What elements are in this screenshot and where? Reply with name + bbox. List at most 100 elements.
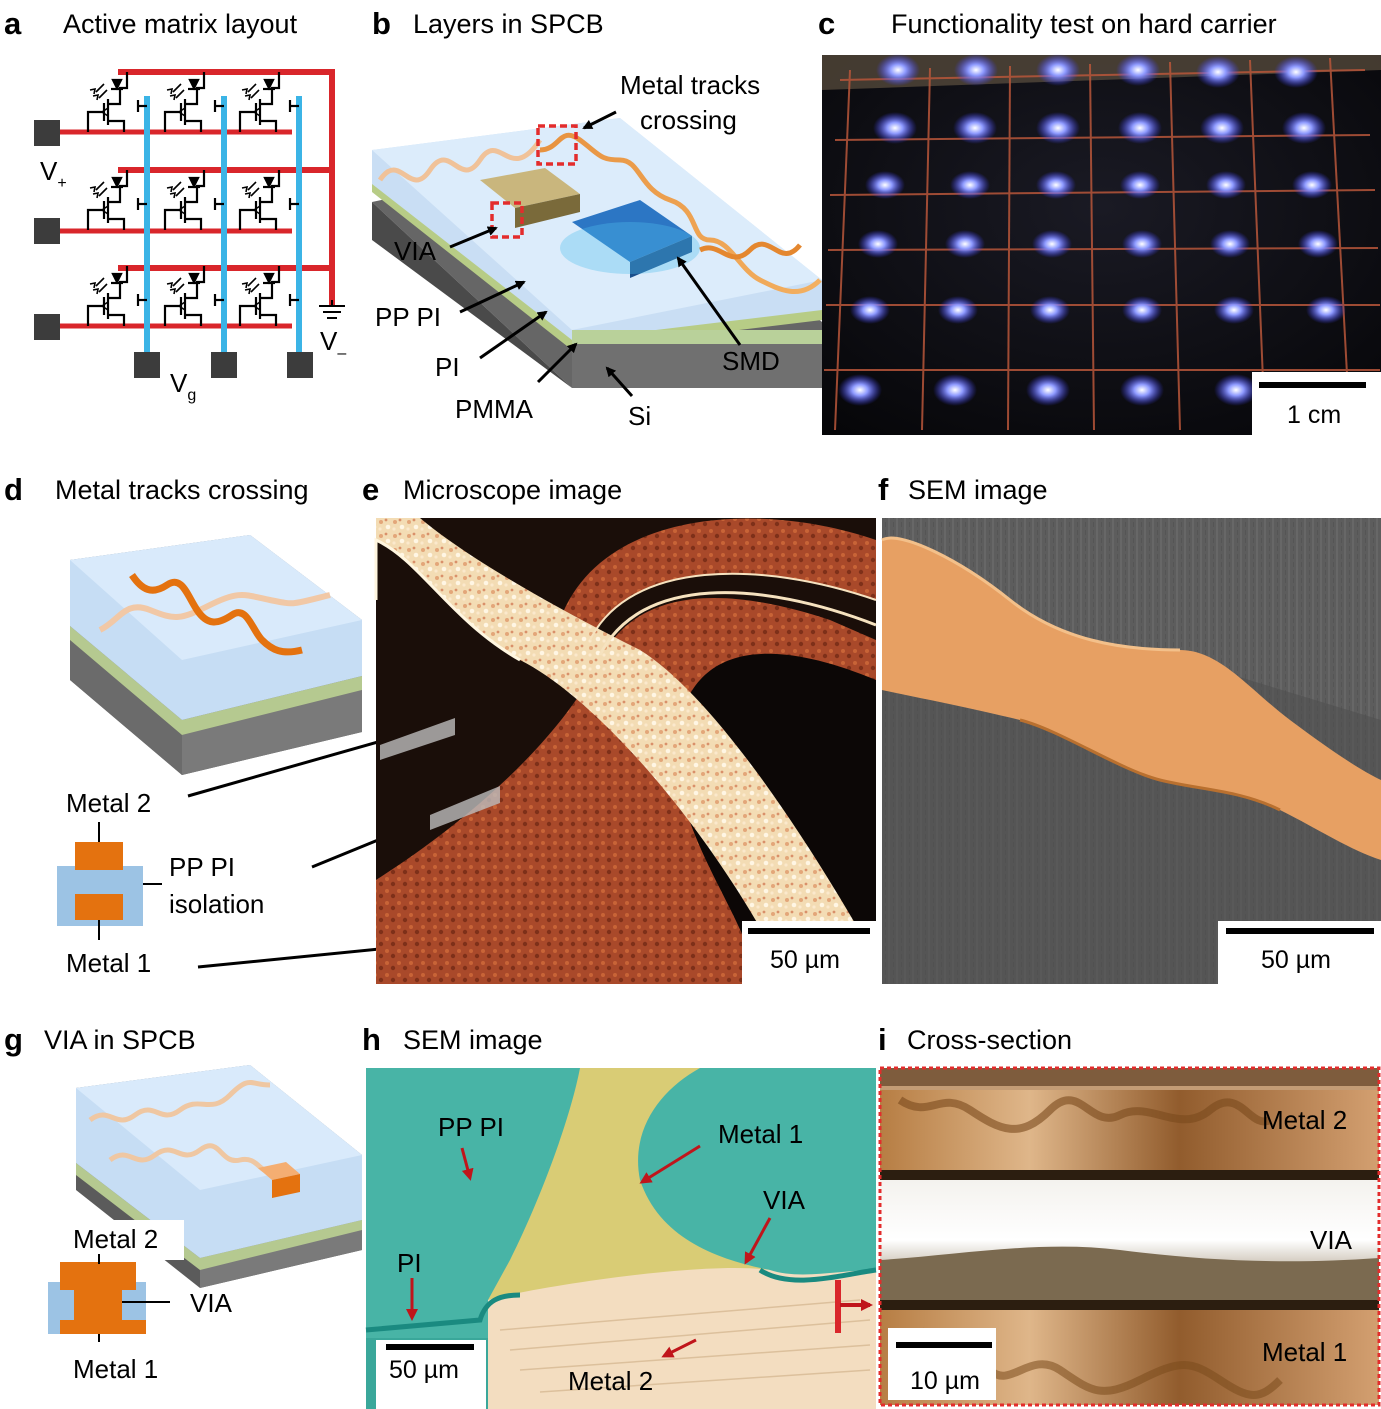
sem-via-image: 50 µm (365, 1068, 877, 1409)
metal2-label: Metal 2 (1262, 1105, 1347, 1135)
pi-label: PI (397, 1248, 422, 1278)
panel-title: VIA in SPCB (44, 1025, 196, 1055)
transistor-icon (86, 304, 104, 326)
cross-section-image: 10 µm (878, 1066, 1381, 1407)
dashed-frame (878, 1066, 1381, 1407)
pi-label: PI (435, 352, 460, 382)
panel-letter: b (372, 6, 391, 41)
crossing-cross-section (57, 822, 162, 940)
panel-title: SEM image (403, 1025, 543, 1055)
transistor-icon (163, 208, 181, 230)
metal1-label: Metal 1 (73, 1354, 158, 1384)
scale-label: 50 µm (389, 1356, 459, 1384)
via-label: VIA (763, 1185, 806, 1215)
column-pad (134, 352, 160, 378)
panel-b: b Layers in SPCB (372, 6, 822, 431)
vplus-bus (118, 69, 335, 305)
crossing-highlight (536, 124, 578, 166)
pixel-cell (86, 170, 147, 230)
panel-a: a Active matrix layout (4, 6, 346, 404)
row-pad (34, 314, 60, 340)
metal2-label: Metal 2 (73, 1224, 158, 1254)
panel-letter: g (4, 1022, 23, 1057)
pppi-label: PP PI (375, 302, 441, 332)
led-icon (188, 176, 200, 189)
crossing-label-line1: Metal tracks (620, 70, 760, 100)
transistor-icon (238, 208, 256, 230)
row-pad (34, 120, 60, 146)
callout-arrows (406, 1144, 772, 1358)
panel-e: e Microscope image 50 µm (362, 472, 877, 984)
scale-label: 1 cm (1287, 401, 1341, 429)
metal1-label: Metal 1 (1262, 1337, 1347, 1367)
led-icon (111, 78, 123, 91)
scale-box (888, 1328, 996, 1400)
pmma-label: PMMA (455, 394, 534, 424)
pixel-cell (86, 72, 147, 132)
via-label: VIA (394, 236, 437, 266)
column-pad (211, 352, 237, 378)
panel-title: Metal tracks crossing (55, 475, 309, 505)
isolation-label-line1: PP PI (169, 852, 235, 882)
led-icon (263, 78, 275, 91)
panel-letter: d (4, 472, 23, 507)
si-label: Si (628, 401, 651, 431)
panel-title: Cross-section (907, 1025, 1072, 1055)
transistor-icon (238, 304, 256, 326)
pixel-cell (163, 72, 224, 132)
panel-c: c Functionality test on hard carrier (818, 6, 1381, 435)
pixel-cell (238, 72, 299, 132)
scale-label: 50 µm (1261, 946, 1331, 974)
vg-label: Vg (170, 368, 196, 404)
smd-label: SMD (722, 346, 780, 376)
scale-label: 50 µm (770, 946, 840, 974)
spcb-stack-illustration (372, 118, 822, 388)
metal1-label: Metal 1 (66, 948, 151, 978)
panel-letter: h (362, 1022, 381, 1057)
via-label: VIA (1310, 1225, 1353, 1255)
metal1-label: Metal 1 (718, 1119, 803, 1149)
callout-arrows (449, 110, 742, 397)
led-icon (188, 78, 200, 91)
panel-letter: e (362, 472, 379, 507)
column-pad (287, 352, 313, 378)
panel-letter: a (4, 6, 22, 41)
panel-i: i Cross-section 10 µm Metal 2 VIA Metal … (878, 1022, 1381, 1407)
via-illustration (76, 1065, 362, 1288)
led-icon (263, 272, 275, 285)
via-cross-section (48, 1254, 170, 1342)
vminus-label: V– (320, 326, 346, 362)
microscope-image: 50 µm (374, 518, 877, 984)
led-icon (111, 176, 123, 189)
pixel-cell (238, 266, 299, 326)
panel-g: g VIA in SPCB Metal 2 VIA Metal 1 (4, 1022, 362, 1384)
row-pad (34, 218, 60, 244)
crossing-illustration (70, 535, 362, 775)
transistor-icon (86, 110, 104, 132)
vplus-label: V+ (40, 156, 67, 192)
panel-h: h SEM image 50 µm (362, 1022, 877, 1409)
panel-title: Functionality test on hard carrier (891, 9, 1277, 39)
pixel-cell (86, 266, 147, 326)
panel-title: Active matrix layout (63, 9, 298, 39)
circuit-diagram (34, 69, 345, 378)
panel-letter: i (878, 1022, 887, 1057)
transistor-icon (86, 208, 104, 230)
panel-letter: f (878, 472, 889, 507)
panel-title: Microscope image (403, 475, 622, 505)
transistor-icon (163, 110, 181, 132)
pixel-cell (238, 170, 299, 230)
crossing-label-line2: crossing (640, 105, 737, 135)
sem-image: 50 µm (881, 518, 1381, 984)
scale-label: 10 µm (910, 1367, 980, 1395)
led-array-photo: 1 cm (822, 54, 1381, 435)
metal2-label: Metal 2 (568, 1366, 653, 1396)
panel-f: f SEM image 50 µm (878, 472, 1381, 984)
led-icon (188, 272, 200, 285)
metal2-label: Metal 2 (66, 788, 151, 818)
via-label: VIA (190, 1288, 233, 1318)
transistor-icon (163, 304, 181, 326)
led-icon (263, 176, 275, 189)
led-icon (111, 272, 123, 285)
